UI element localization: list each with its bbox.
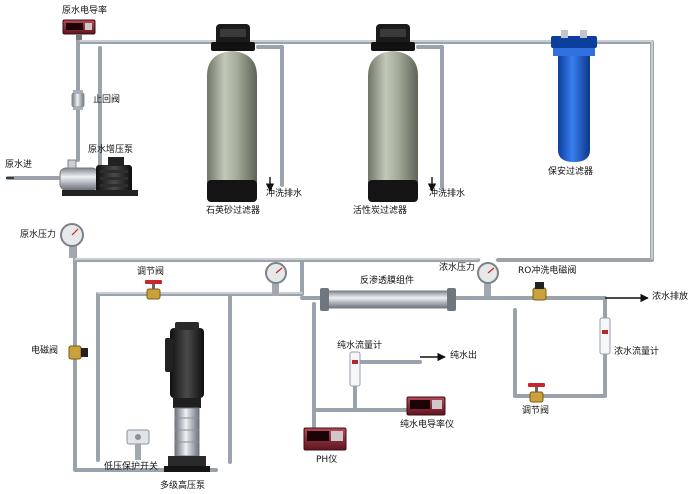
ro-membrane-housing xyxy=(320,288,456,311)
carbon-filter-tank xyxy=(368,24,418,202)
flow-arrows xyxy=(6,177,649,362)
booster-pump-label: 原水增压泵 xyxy=(88,145,134,155)
regulating-valve-2-label: 调节阀 xyxy=(522,406,550,416)
permeate-out-label: 纯水出 xyxy=(450,351,478,361)
raw-pressure-label: 原水压力 xyxy=(20,230,57,240)
raw-conductivity-label: 原水电导率 xyxy=(62,6,108,16)
sand-filter-tank xyxy=(207,24,257,202)
conc-pressure-label: 浓水压力 xyxy=(439,263,476,273)
regulating-valve-1-label: 调节阀 xyxy=(137,267,165,277)
regulating-valve-2 xyxy=(528,383,545,403)
ro-flush-solenoid-valve xyxy=(532,282,547,301)
raw-conductivity-meter xyxy=(62,19,96,40)
check-valve xyxy=(71,90,85,110)
booster-pump xyxy=(59,157,138,196)
permeate-conductivity-meter xyxy=(406,396,446,416)
flush-drain-1-label: 冲洗排水 xyxy=(266,189,303,199)
permeate-flowmeter-label: 纯水流量计 xyxy=(337,341,383,351)
security-filter-label: 保安过滤器 xyxy=(548,167,594,177)
conc-pressure-gauge xyxy=(477,262,499,296)
low-pressure-switch xyxy=(126,429,150,460)
carbon-filter-label: 活性炭过滤器 xyxy=(353,206,408,216)
check-valve-label: 止回阀 xyxy=(93,95,121,105)
regulating-valve-1 xyxy=(145,280,162,300)
permeate-conductivity-label: 纯水电导率仪 xyxy=(400,420,455,430)
ph-meter-label: PH仪 xyxy=(316,455,338,465)
concentrate-flowmeter xyxy=(599,317,611,355)
ph-meter xyxy=(303,427,347,451)
raw-in-label: 原水进 xyxy=(5,160,33,170)
permeate-flowmeter xyxy=(349,351,361,387)
flush-drain-2-label: 冲洗排水 xyxy=(429,189,466,199)
multistage-hp-pump xyxy=(164,322,210,472)
raw-pressure-gauge xyxy=(60,223,84,258)
inlet-solenoid-valve xyxy=(68,345,88,360)
solenoid-valve-label: 电磁阀 xyxy=(31,346,59,356)
pump-outlet-pressure-gauge xyxy=(265,262,287,296)
security-filter xyxy=(551,30,597,162)
sand-filter-label: 石英砂过滤器 xyxy=(206,206,261,216)
conc-drain-label: 浓水排放 xyxy=(652,292,689,302)
hp-pump-label: 多级高压泵 xyxy=(160,481,206,491)
ro-flush-valve-label: RO冲洗电磁阀 xyxy=(518,266,577,276)
conc-flowmeter-label: 浓水流量计 xyxy=(614,347,660,357)
membrane-label: 反渗透膜组件 xyxy=(360,276,415,286)
low-pressure-switch-label: 低压保护开关 xyxy=(104,462,159,472)
